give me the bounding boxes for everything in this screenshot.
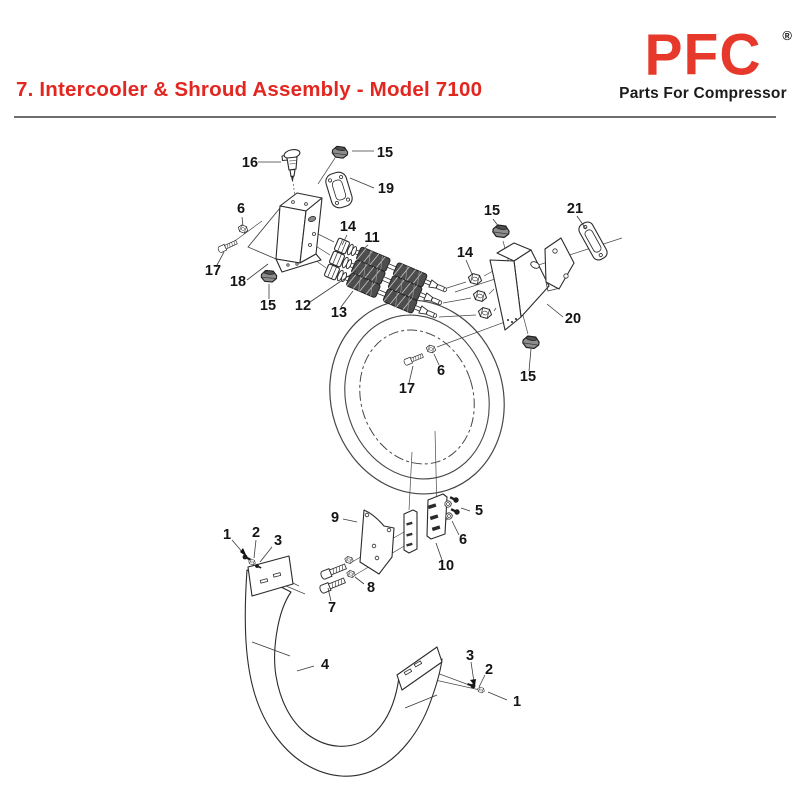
gasket bbox=[578, 221, 608, 261]
callout-12: 12 bbox=[295, 298, 311, 314]
leader-lines bbox=[215, 150, 587, 701]
header-divider bbox=[14, 116, 776, 118]
callout-3-right: 3 bbox=[466, 648, 474, 664]
callout-8: 8 bbox=[367, 580, 375, 596]
mounting-bolts bbox=[318, 555, 357, 595]
callout-15-c: 15 bbox=[484, 203, 500, 219]
shroud-left-plate bbox=[247, 555, 294, 597]
callout-20: 20 bbox=[565, 311, 581, 327]
pfc-logo-tagline: Parts For Compressor bbox=[619, 85, 787, 102]
tube-clamp bbox=[403, 493, 448, 554]
callout-13: 13 bbox=[331, 305, 347, 321]
shroud bbox=[244, 555, 443, 777]
callout-19: 19 bbox=[378, 181, 394, 197]
callout-7: 7 bbox=[328, 600, 336, 616]
callout-6-a: 6 bbox=[237, 201, 245, 217]
callout-15-b: 15 bbox=[260, 298, 276, 314]
pfc-logo-word: PFC bbox=[644, 22, 762, 88]
callout-1-left: 1 bbox=[223, 527, 231, 543]
callout-21: 21 bbox=[567, 201, 583, 217]
callout-2-right: 2 bbox=[485, 662, 493, 678]
callout-16: 16 bbox=[242, 155, 258, 171]
intercooler-bracket-right bbox=[489, 237, 575, 331]
callout-18: 18 bbox=[230, 274, 246, 290]
callout-labels: 16 15 19 6 17 18 15 14 11 12 13 14 15 21… bbox=[205, 145, 583, 710]
nut-15-top-left bbox=[331, 145, 349, 160]
nut-15-mid-right bbox=[521, 334, 541, 350]
callout-6-c: 6 bbox=[459, 532, 467, 548]
flange-plate bbox=[325, 171, 353, 209]
callout-14-a: 14 bbox=[340, 219, 356, 235]
callout-10: 10 bbox=[438, 558, 454, 574]
bolt-17-left bbox=[217, 238, 239, 254]
page-title: 7. Intercooler & Shroud Assembly - Model… bbox=[16, 78, 483, 101]
drain-valve bbox=[281, 149, 301, 181]
nut-15-below-bracket bbox=[260, 269, 278, 283]
intercooler-coil bbox=[329, 299, 505, 495]
callout-14-b: 14 bbox=[457, 245, 473, 261]
nut-15-top-right bbox=[491, 223, 511, 239]
intercooler-bracket-left bbox=[247, 192, 323, 273]
callout-3-left: 3 bbox=[274, 533, 282, 549]
callout-4: 4 bbox=[321, 657, 329, 673]
callout-1-right: 1 bbox=[513, 694, 521, 710]
tube-nuts-right bbox=[466, 272, 494, 320]
bolt-17-middle bbox=[402, 352, 425, 367]
callout-15-d: 15 bbox=[520, 369, 536, 385]
callout-17-a: 17 bbox=[205, 263, 221, 279]
pfc-logo: PFC ® Parts For Compressor bbox=[612, 22, 794, 103]
callout-2-left: 2 bbox=[252, 525, 260, 541]
nut-6-middle bbox=[425, 344, 437, 354]
shroud-right-plate bbox=[396, 646, 443, 691]
registered-trademark-icon: ® bbox=[782, 28, 792, 43]
callout-17-b: 17 bbox=[399, 381, 415, 397]
callout-5: 5 bbox=[475, 503, 483, 519]
callout-15-a: 15 bbox=[377, 145, 393, 161]
callout-11: 11 bbox=[364, 230, 379, 246]
support-bracket bbox=[359, 509, 395, 575]
callout-9: 9 bbox=[331, 510, 339, 526]
callout-6-b: 6 bbox=[437, 363, 445, 379]
